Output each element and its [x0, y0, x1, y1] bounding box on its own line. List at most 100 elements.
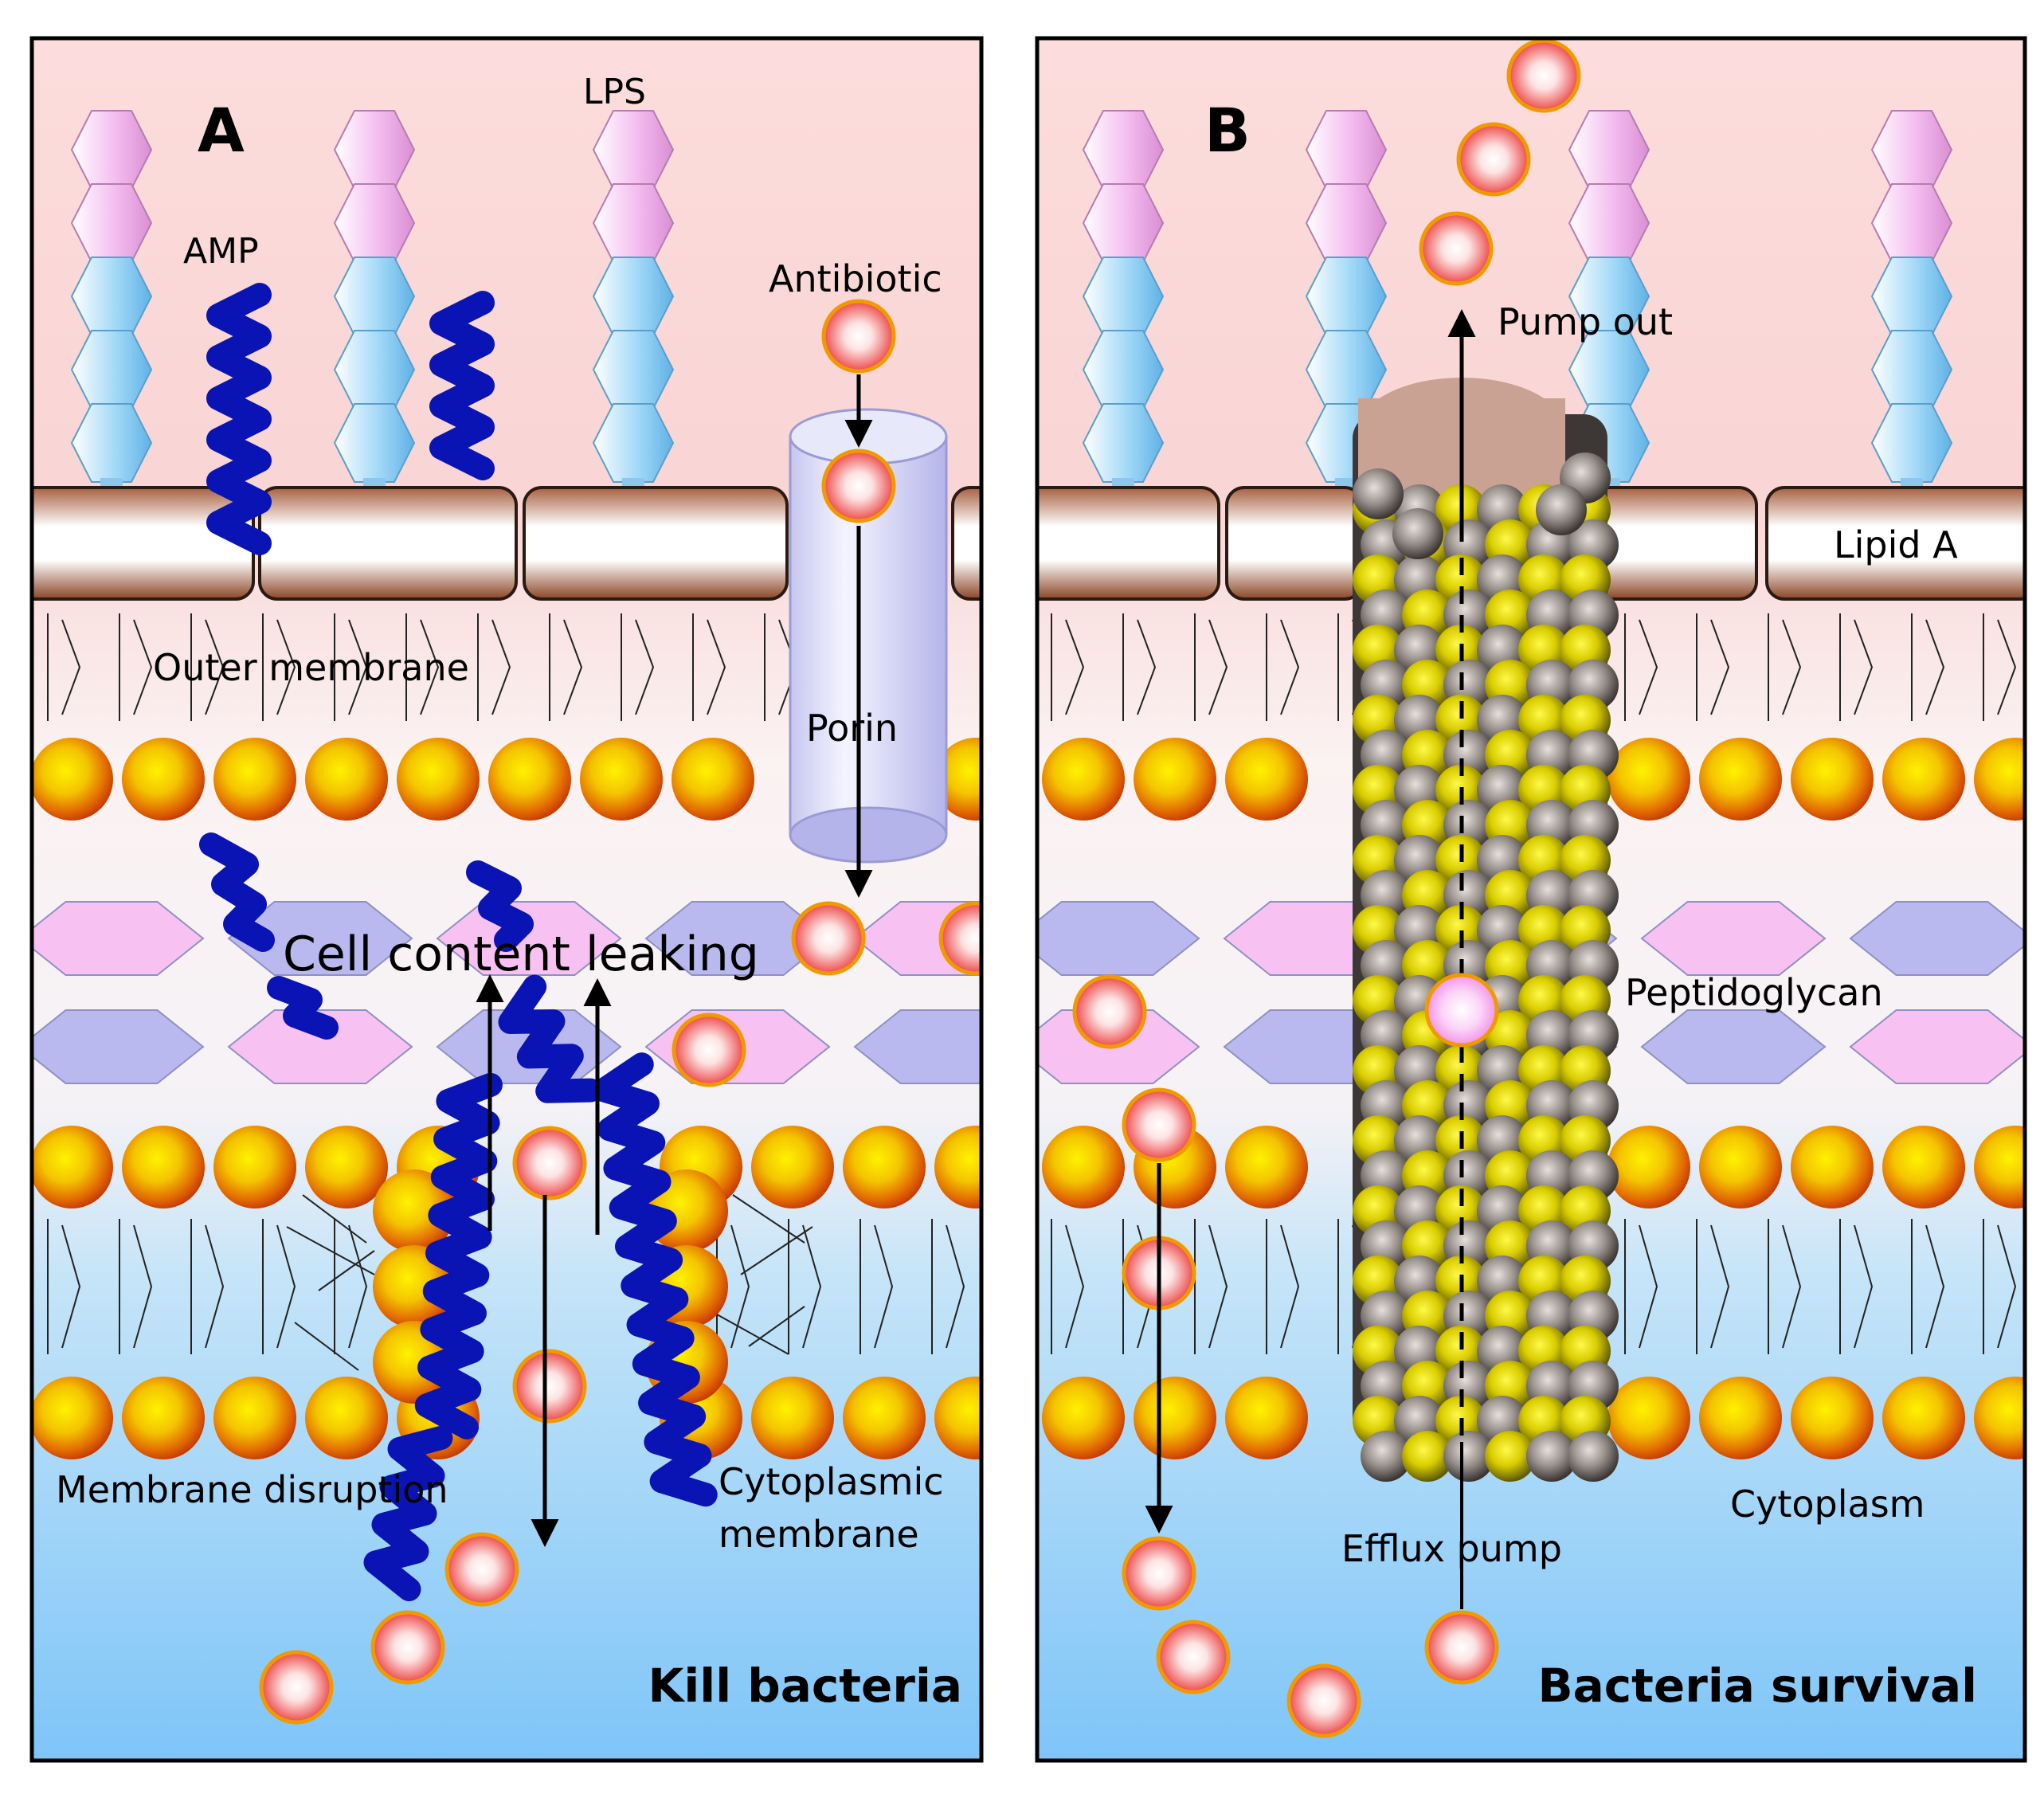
lps-sugar-blue	[1870, 403, 1953, 483]
lipid-head	[580, 738, 663, 821]
lipid-tail-kink	[1925, 1224, 1945, 1349]
cytoplasmic-membrane-label-line2: membrane	[719, 1513, 919, 1556]
peptidoglycan-unit	[853, 1009, 981, 1084]
efflux-pump-label: Efflux pump	[1341, 1527, 1562, 1570]
antibiotic-molecule	[512, 1126, 587, 1201]
lipid-head	[1974, 738, 2025, 821]
antibiotic-sphere	[1424, 973, 1499, 1048]
lipid-head	[1791, 738, 1874, 821]
lipid-head	[1607, 738, 1690, 821]
lipid-head	[213, 1377, 296, 1459]
lipid-tail-kink	[1208, 619, 1228, 715]
antibiotic-molecule	[672, 1013, 746, 1087]
lipid-head-row	[660, 1126, 981, 1208]
lipid-head	[1042, 738, 1125, 821]
lipid-tail-kink	[635, 619, 655, 715]
lipid-tail-kink	[874, 1224, 894, 1349]
lipid-a-block	[1037, 486, 1220, 601]
lipid-tail-kink	[348, 1224, 368, 1349]
lps-sugar-blue	[1082, 403, 1165, 483]
disrupted-tail	[318, 1250, 375, 1291]
peptidoglycan-unit	[1037, 901, 1200, 976]
cytoplasmic-membrane-label-line1: Cytoplasmic	[719, 1460, 944, 1503]
antibiotic-molecule	[1424, 1610, 1499, 1685]
disrupted-tail	[302, 1194, 367, 1244]
antibiotic-sphere	[672, 1013, 746, 1087]
peptidoglycan-unit	[32, 901, 205, 976]
lipid-a-block	[1765, 486, 2025, 601]
disrupted-tail	[732, 1194, 805, 1244]
lipid-a-label: Lipid A	[1834, 523, 1958, 566]
lps-label: LPS	[583, 72, 646, 112]
antibiotic-molecule	[791, 901, 866, 976]
lipid-head-row	[1042, 738, 2025, 821]
lps-sugar-blue	[333, 403, 416, 483]
lipid-head	[1882, 1126, 1965, 1208]
lipid-tail-kink	[1065, 619, 1085, 715]
lipid-tails	[47, 1219, 368, 1354]
lipid-a-block	[258, 486, 518, 601]
lps-chain	[592, 110, 675, 494]
lipid-head	[1882, 738, 1965, 821]
pump-subunit-gray	[1392, 508, 1443, 559]
lipid-head	[122, 1126, 205, 1208]
amp-peptide	[199, 832, 275, 952]
lipid-head	[1699, 1377, 1782, 1459]
lipid-tail-kink	[1854, 619, 1874, 715]
lipid-tail-kink	[946, 1224, 965, 1349]
lipid-head	[1791, 1126, 1874, 1208]
panel-a-border	[29, 36, 984, 1763]
antibiotic-sphere	[512, 1126, 587, 1201]
lipid-tail-kink	[61, 1224, 81, 1349]
antibiotic-molecule	[1456, 122, 1531, 197]
outer-membrane-label: Outer membrane	[153, 646, 469, 689]
lipid-tail-kink	[348, 619, 368, 715]
lipid-tails	[716, 1219, 965, 1354]
lipid-tail-kink	[491, 619, 511, 715]
disrupted-tail	[748, 1306, 805, 1347]
pump-subunit-gray	[1568, 1431, 1619, 1482]
antibiotic-sphere	[1072, 974, 1147, 1049]
arrows-a	[476, 374, 873, 1547]
lipid-tail-kink	[563, 619, 583, 715]
lipid-head	[397, 738, 480, 821]
lipid-tail-kink	[1997, 1224, 2017, 1349]
antibiotic-sphere	[1456, 122, 1531, 197]
antibiotic-molecule	[1286, 1663, 1361, 1738]
amp-peptide	[466, 860, 534, 952]
lps-chain	[70, 110, 153, 494]
lipid-tail-kink	[1280, 1224, 1300, 1349]
lps-sugar-blue	[592, 403, 675, 483]
peptidoglycan-unit	[1640, 901, 1827, 976]
antibiotic-molecule	[259, 1650, 334, 1725]
amp-peptide	[498, 974, 603, 1103]
antibiotic-molecule	[512, 1349, 587, 1424]
lipid-tail-kink	[1782, 1224, 1802, 1349]
pump-subunit-yellow	[1485, 1431, 1536, 1482]
efflux-pump	[1353, 378, 1619, 1609]
lipid-head	[1791, 1377, 1874, 1459]
panel-b	[1037, 38, 2025, 1738]
antibiotic-molecules	[1072, 38, 1581, 1738]
lipid-tail-kink	[1710, 619, 1730, 715]
lipid-tail-kink	[1639, 1224, 1658, 1349]
lipid-head	[843, 1126, 926, 1208]
lipid-tail-kink	[707, 619, 726, 715]
lipid-head	[1225, 1126, 1308, 1208]
porin-label: Porin	[806, 707, 898, 750]
lipid-head	[843, 1377, 926, 1459]
antibiotic-sphere	[1122, 1087, 1196, 1162]
lipid-head	[1882, 1377, 1965, 1459]
antibiotic-sphere	[1286, 1663, 1361, 1738]
lipid-head-row	[1042, 1377, 2025, 1459]
antibiotic-sphere	[1424, 1610, 1499, 1685]
lipid-head	[1699, 1126, 1782, 1208]
antibiotic-molecule	[938, 901, 981, 976]
lps-chain	[333, 110, 416, 494]
antibiotic-molecule	[1072, 974, 1147, 1049]
lps-chain	[1305, 110, 1388, 494]
pump-subunit-gray	[1526, 1431, 1577, 1482]
lipid-tail-kink	[730, 1224, 750, 1349]
lipid-head	[305, 1377, 388, 1459]
lipid-head	[122, 1377, 205, 1459]
